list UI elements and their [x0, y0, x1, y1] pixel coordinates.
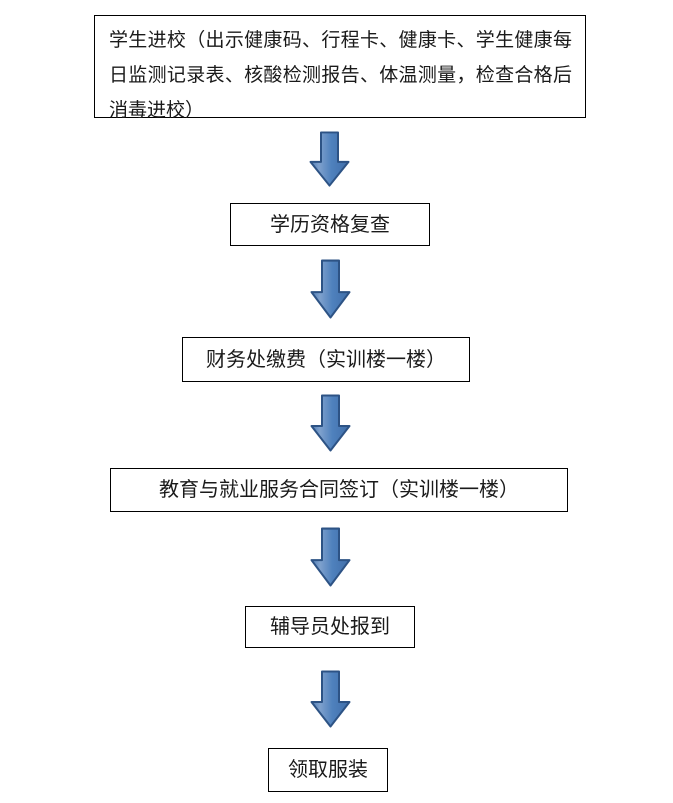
down-arrow-icon — [310, 527, 351, 587]
flow-step-label: 学生进校（出示健康码、行程卡、健康卡、学生健康每日监测记录表、核酸检测报告、体温… — [109, 30, 572, 121]
flow-step-label: 辅导员处报到 — [270, 616, 390, 638]
flow-step-label: 领取服装 — [288, 759, 368, 781]
flow-step-enter-school: 学生进校（出示健康码、行程卡、健康卡、学生健康每日监测记录表、核酸检测报告、体温… — [94, 15, 586, 121]
flow-step-counselor-registration: 辅导员处报到 — [245, 606, 415, 648]
down-arrow-icon — [310, 394, 351, 452]
flow-step-sign-contract: 教育与就业服务合同签订（实训楼一楼） — [110, 468, 568, 512]
flow-step-label: 财务处缴费（实训楼一楼） — [206, 348, 446, 371]
flow-step-label: 教育与就业服务合同签订（实训楼一楼） — [159, 479, 519, 501]
down-arrow-icon — [309, 131, 350, 187]
flow-step-pay-fees: 财务处缴费（实训楼一楼） — [182, 337, 470, 382]
down-arrow-icon — [310, 670, 351, 728]
flow-step-label: 学历资格复查 — [270, 213, 390, 236]
flow-step-qualification-recheck: 学历资格复查 — [230, 203, 430, 246]
down-arrow-icon — [310, 259, 351, 319]
flow-step-collect-uniform: 领取服装 — [268, 748, 388, 792]
